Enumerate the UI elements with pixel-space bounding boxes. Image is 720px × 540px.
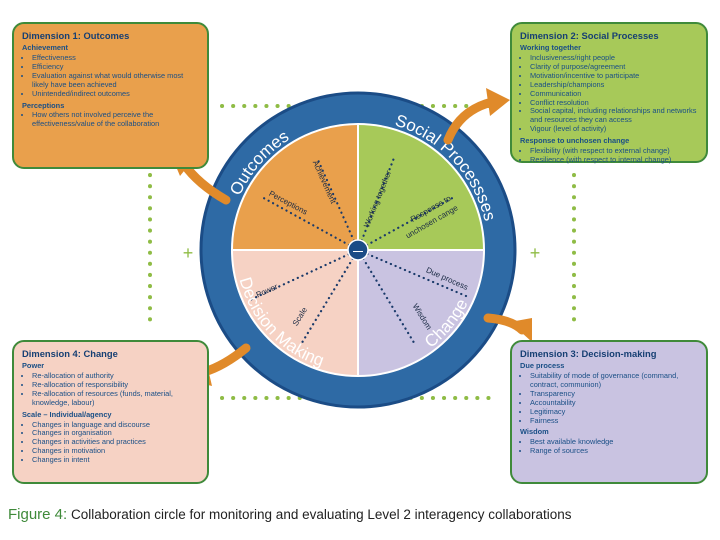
- caption-text: Collaboration circle for monitoring and …: [70, 507, 572, 522]
- list-item: Changes in organisation: [32, 429, 199, 438]
- list-item: Transparency: [530, 389, 698, 399]
- section-heading: Achievement: [22, 43, 69, 53]
- dimension-1-outcomes-box: Dimension 1: Outcomes Achievement Effect…: [12, 22, 209, 169]
- list-item: Changes in activities and practices: [32, 437, 199, 447]
- arrowhead-decision: [510, 318, 532, 342]
- box-title: Dimension 4: Change: [22, 348, 118, 359]
- list-item: Re-allocation of resources (funds, mater…: [32, 389, 199, 408]
- list-item: Flexibility (with respect to external ch…: [530, 146, 698, 156]
- dimension-4-change-box: Dimension 4: Change Power Re-allocation …: [12, 340, 209, 484]
- list-item: Efficiency: [32, 62, 199, 72]
- list-item: Conflict resolution: [530, 98, 698, 108]
- plus-left: +: [183, 243, 194, 263]
- list-item: Vigour (level of activity): [530, 124, 698, 134]
- list-item: How others not involved perceive the eff…: [32, 111, 199, 129]
- list-item: Changes in language and discourse: [32, 420, 199, 430]
- list-item: Changes in intent: [32, 455, 199, 465]
- figure-caption: Figure 4: Collaboration circle for monit…: [8, 506, 708, 523]
- list-item: Range of sources: [530, 446, 698, 456]
- box-title: Dimension 3: Decision-making: [520, 348, 657, 359]
- dimension-2-social-processes-box: Dimension 2: Social Processes Working to…: [510, 22, 708, 165]
- section-heading: Response to unchosen change: [520, 136, 630, 146]
- arrowhead-social: [486, 88, 510, 116]
- list-item: Social capital, including relationships …: [530, 107, 698, 125]
- list-item: Accountability: [530, 398, 698, 408]
- section-heading: Perceptions: [22, 100, 65, 110]
- box-title: Dimension 2: Social Processes: [520, 30, 659, 41]
- plus-right: +: [530, 243, 541, 263]
- section-heading: Power: [22, 361, 45, 371]
- quadrant-outcomes: [232, 124, 358, 250]
- list-item: Unintended/indirect outcomes: [32, 89, 199, 99]
- list-item: Legitimacy: [530, 407, 698, 417]
- list-item: Leadership/champions: [530, 80, 698, 90]
- center-hub: [347, 239, 369, 261]
- list-item: Resilience (with respect to internal cha…: [530, 155, 698, 165]
- list-item: Re-allocation of authority: [32, 371, 199, 381]
- center-hub-symbol: —: [353, 246, 363, 257]
- list-item: Evaluation against what would otherwise …: [32, 71, 199, 90]
- section-heading: Wisdom: [520, 427, 549, 437]
- list-item: Re-allocation of responsibility: [32, 380, 199, 390]
- list-item: Best available knowledge: [530, 437, 698, 447]
- list-item: Suitability of mode of governance (comma…: [530, 371, 698, 390]
- section-heading: Due process: [520, 361, 565, 371]
- dotted-spokes: [248, 156, 468, 348]
- list-item: Inclusiveness/right people: [530, 53, 698, 63]
- arrow-to-change: [199, 343, 251, 377]
- quadrant-social: [358, 124, 484, 250]
- list-item: Communication: [530, 89, 698, 99]
- figure-number: Figure 4:: [8, 506, 68, 523]
- box-title: Dimension 1: Outcomes: [22, 30, 130, 41]
- list-item: Motivation/incentive to participate: [530, 71, 698, 81]
- quadrant-decision: [358, 250, 484, 376]
- dimension-3-decision-making-box: Dimension 3: Decision-making Due process…: [510, 340, 708, 484]
- list-item: Clarity of purpose/agreement: [530, 62, 698, 72]
- arrow-to-social: [443, 97, 497, 145]
- list-item: Fairness: [530, 416, 698, 426]
- list-item: Effectiveness: [32, 53, 199, 63]
- quadrant-change: [232, 250, 358, 376]
- list-item: Changes in motivation: [32, 446, 199, 456]
- section-heading: Working together: [520, 43, 582, 53]
- dotted-frame: [148, 104, 576, 400]
- section-heading: Scale – Individual/agency: [22, 409, 112, 419]
